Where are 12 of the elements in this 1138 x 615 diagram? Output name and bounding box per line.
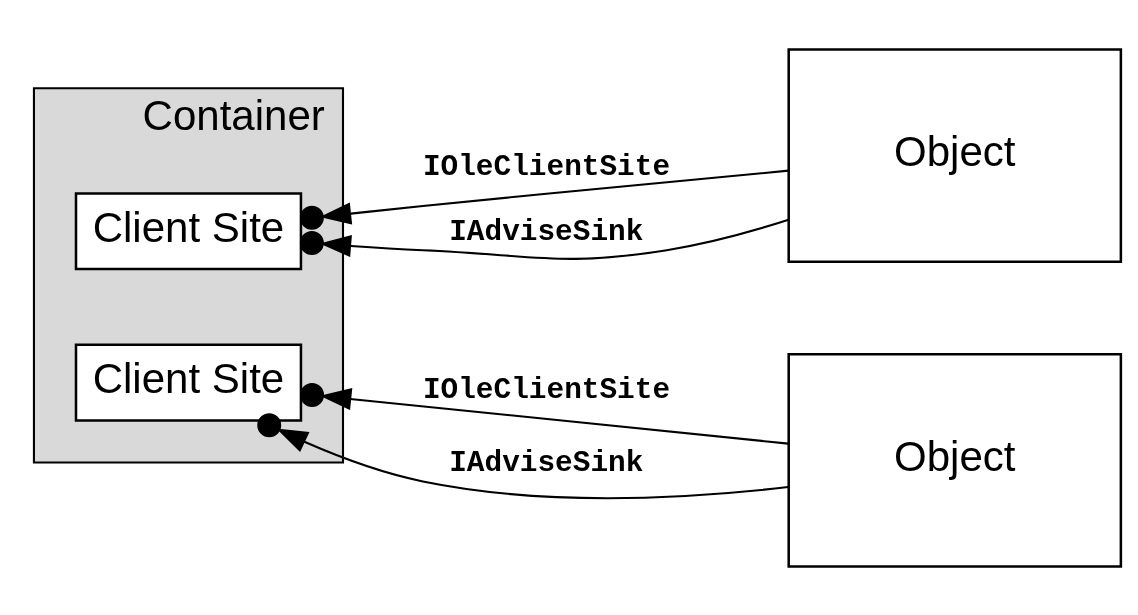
arrow <box>300 382 789 445</box>
edge-label: IAdviseSink <box>449 214 644 249</box>
node-box: Object <box>787 47 1123 263</box>
arrow <box>299 218 789 260</box>
node-box: Client Site <box>74 191 303 270</box>
node-box: Object <box>787 352 1123 568</box>
arrow <box>257 412 789 499</box>
arrow <box>299 169 789 230</box>
node-box: Client Site <box>74 343 303 422</box>
edge-label: IOleClientSite <box>422 149 671 184</box>
edge-label: IOleClientSite <box>422 372 671 407</box>
edge-label: IAdviseSink <box>449 445 644 480</box>
